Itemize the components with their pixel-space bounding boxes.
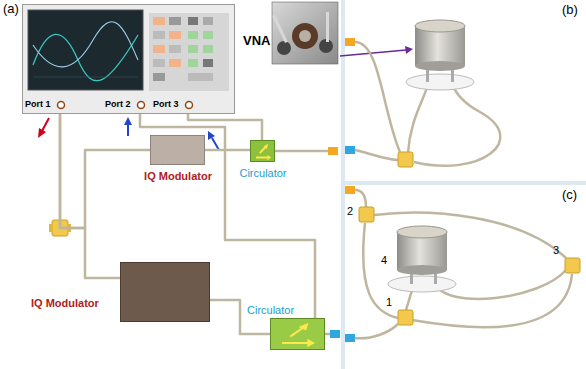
port-marker xyxy=(345,186,355,194)
iq-modulator: IQ Modulator xyxy=(120,262,210,322)
port-marker xyxy=(330,330,340,338)
tee-connector xyxy=(398,152,413,167)
cable xyxy=(325,333,330,336)
callout-number: 4 xyxy=(381,254,387,267)
circulator: Circulator xyxy=(250,140,275,162)
signal-arrow xyxy=(38,118,49,138)
node-label: IQ Modulator xyxy=(31,297,99,310)
circulator-arrows xyxy=(251,141,276,163)
callout-number: 2 xyxy=(347,205,353,218)
port-label: Port 1 xyxy=(25,99,51,109)
callout-number: 3 xyxy=(553,244,559,257)
circulator: Circulator xyxy=(270,318,325,350)
port-marker xyxy=(345,38,355,46)
pointer-arrow xyxy=(340,46,413,56)
port-marker xyxy=(328,147,338,155)
panel-label: (a) xyxy=(3,2,19,17)
vna-drawing xyxy=(23,5,236,115)
node-label: IQ Modulator xyxy=(144,170,212,183)
node-label: Circulator xyxy=(239,167,286,180)
node-label: VNA xyxy=(243,34,270,49)
cable xyxy=(205,149,250,152)
resonator-cavity xyxy=(406,20,474,90)
panel-label: (c) xyxy=(562,188,577,203)
port-marker xyxy=(345,334,355,342)
panel-label: (b) xyxy=(562,3,578,18)
tee-connector xyxy=(359,207,580,325)
photo-inset xyxy=(272,2,338,64)
iq-modulator: IQ Modulator xyxy=(150,135,205,165)
panel-separator xyxy=(341,181,586,185)
signal-arrow xyxy=(124,117,132,136)
resonator-cavity xyxy=(388,226,456,292)
vna-instrument: VNA xyxy=(22,4,235,114)
circulator-arrows xyxy=(271,319,326,351)
cable xyxy=(60,114,150,228)
cable xyxy=(60,114,120,278)
port-label: Port 3 xyxy=(153,99,179,109)
port-label: Port 2 xyxy=(105,99,131,109)
port-marker xyxy=(345,146,355,154)
callout-number: 1 xyxy=(386,296,392,309)
cable xyxy=(275,150,328,153)
signal-arrow xyxy=(208,131,219,150)
cable xyxy=(355,190,572,338)
node-label: Circulator xyxy=(247,304,294,317)
